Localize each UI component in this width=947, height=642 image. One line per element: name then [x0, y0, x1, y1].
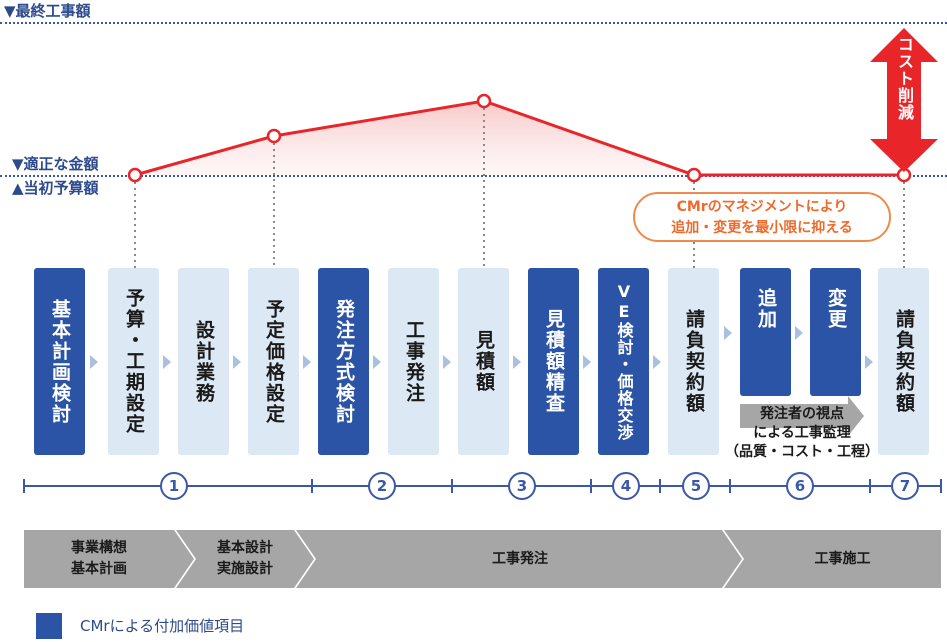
stage-number-2: 2: [368, 472, 396, 500]
flow-arrow: [443, 355, 451, 369]
cmr-note-line2: 追加・変更を最小限に抑える: [671, 220, 853, 236]
appropriate-cost-line: [0, 175, 947, 177]
phase-label-3: 工事発注: [492, 551, 548, 567]
step-label-11: 追加: [755, 288, 777, 330]
step-card-9: VE検討・価格交渉: [598, 268, 649, 455]
phase-chevron-1: [24, 530, 194, 588]
curve-point-4: [686, 167, 702, 183]
step-card-2: 予算・工期設定: [108, 268, 159, 455]
step-card-13: 請負契約額: [878, 268, 929, 455]
supervision-line2: による工事監理: [753, 425, 851, 441]
legend-swatch: [36, 613, 62, 639]
step-label-7: 見積額: [473, 330, 495, 393]
flow-arrow: [513, 355, 521, 369]
supervision-line3: （品質・コスト・工程）: [725, 444, 879, 460]
supervision-arrow: [740, 396, 864, 436]
cost-reduction-label: コスト削減: [895, 36, 914, 121]
stage-number-7: 7: [891, 472, 919, 500]
stage-number-3: 3: [508, 472, 536, 500]
initial-budget-label: ▲当初予算額: [12, 179, 99, 197]
curve-point-3: [476, 93, 492, 109]
flow-arrow: [303, 355, 311, 369]
step-label-13: 請負契約額: [893, 309, 915, 414]
flow-arrow: [90, 355, 98, 369]
phase-chevron-2: [176, 530, 314, 588]
flow-arrow: [163, 355, 171, 369]
flow-arrow: [653, 355, 661, 369]
step-label-8: 見積額精査: [543, 309, 565, 414]
step-card-3: 設計業務: [178, 268, 229, 455]
flow-arrow: [795, 326, 803, 340]
final-cost-line: [0, 22, 947, 24]
step-label-4: 予定価格設定: [263, 298, 285, 425]
step-label-1: 基本計画検討: [49, 298, 71, 425]
phase-label-4: 工事施工: [814, 551, 871, 567]
flow-arrow: [373, 355, 381, 369]
stage-number-5: 5: [682, 472, 710, 500]
step-label-2: 予算・工期設定: [123, 288, 145, 435]
flow-arrow: [233, 355, 241, 369]
step-card-10: 請負契約額: [668, 268, 719, 455]
step-card-8: 見積額精査: [528, 268, 579, 455]
legend-label: CMrによる付加価値項目: [80, 617, 245, 635]
appropriate-cost-label: ▼適正な金額: [12, 155, 99, 173]
phase-chevron-3: [296, 530, 742, 588]
step-label-3: 設計業務: [193, 319, 215, 404]
flow-arrow: [724, 326, 732, 340]
phase-label-2: 基本設計 実施設計: [217, 540, 273, 577]
stage-number-1: 1: [160, 472, 188, 500]
cmr-note-line1: CMrのマネジメントにより: [676, 199, 848, 215]
step-label-6: 工事発注: [403, 319, 425, 404]
cost-reduction-arrow: [870, 28, 938, 172]
phase-label-1: 事業構想 基本計画: [71, 540, 127, 577]
cost-reduction-label-wrap: コスト削減: [894, 36, 914, 166]
step-card-7: 見積額: [458, 268, 509, 455]
step-label-12: 変更: [825, 288, 847, 330]
step-label-9: VE検討・価格交渉: [614, 282, 634, 441]
flow-arrow: [865, 355, 873, 369]
step-label-5: 発注方式検討: [333, 298, 355, 425]
final-cost-label: ▼最終工事額: [4, 2, 91, 20]
step-card-5: 発注方式検討: [318, 268, 369, 455]
step-label-10: 請負契約額: [683, 309, 705, 414]
flow-arrow: [583, 355, 591, 369]
stage-number-4: 4: [612, 472, 640, 500]
phase-chevron-4: [724, 530, 941, 588]
stage-number-6: 6: [786, 472, 814, 500]
step-card-11: 追加: [740, 268, 791, 396]
step-card-12: 変更: [810, 268, 861, 396]
curve-point-2: [266, 128, 282, 144]
cmr-note-bubble: CMrのマネジメントにより 追加・変更を最小限に抑える: [633, 192, 891, 242]
step-card-4: 予定価格設定: [248, 268, 299, 455]
curve-point-1: [127, 167, 143, 183]
step-card-1: 基本計画検討: [34, 268, 85, 455]
supervision-line1: 発注者の視点: [760, 406, 844, 422]
step-card-6: 工事発注: [388, 268, 439, 455]
